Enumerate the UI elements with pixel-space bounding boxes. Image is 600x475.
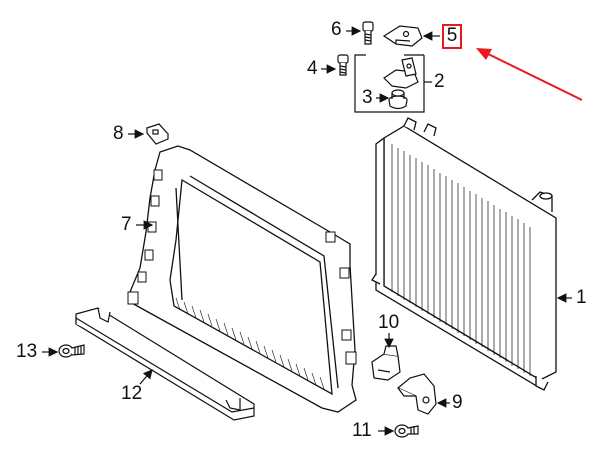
- part-7-frame: [129, 145, 357, 413]
- callout-6: 6: [331, 19, 342, 40]
- part-8-clip: [146, 123, 169, 145]
- part-13-bolt: [58, 344, 85, 358]
- callout-5: 5: [446, 25, 458, 46]
- callout-10: 10: [378, 312, 400, 333]
- callout-11: 11: [352, 420, 372, 441]
- part-12-deflector: [75, 307, 255, 421]
- callout-12: 12: [121, 383, 143, 404]
- callout-7: 7: [121, 214, 132, 235]
- part-4-bolt: [337, 54, 349, 76]
- part-5-bracket: [382, 25, 423, 47]
- part-6-bolt: [362, 21, 374, 45]
- part-3-grommet: [388, 89, 408, 110]
- callout-4: 4: [307, 58, 318, 79]
- part-11-bolt: [394, 424, 419, 438]
- red-pointer-arrow: [476, 48, 583, 101]
- part-2-assembly-box: [354, 54, 432, 113]
- part-10-bracket: [371, 345, 401, 381]
- part-9-bracket: [396, 373, 437, 415]
- callout-13: 13: [16, 341, 38, 362]
- callout-9: 9: [452, 392, 463, 413]
- callout-3: 3: [362, 87, 373, 108]
- part-2-bracket: [383, 57, 419, 89]
- frame-hatching: [175, 297, 325, 390]
- callout-1: 1: [576, 287, 587, 308]
- callout-arrow-12: [139, 369, 153, 385]
- radiator-core-fins: [391, 144, 531, 376]
- highlight-box-5: 5: [442, 24, 462, 49]
- callout-8: 8: [113, 123, 124, 144]
- callout-2: 2: [434, 71, 445, 92]
